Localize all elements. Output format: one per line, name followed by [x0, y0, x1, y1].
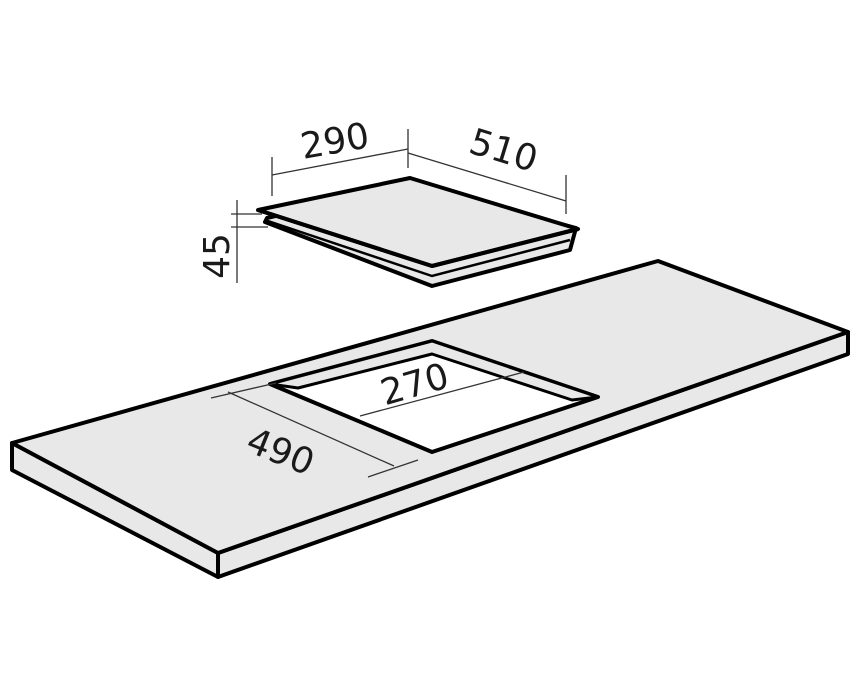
cutout-inner-wall — [268, 339, 600, 402]
hob-width-line — [271, 148, 409, 176]
hob-glass-front-edge — [257, 208, 579, 268]
cutout-depth-line — [227, 391, 395, 467]
hob-appliance — [256, 176, 580, 288]
cutout-dimensions — [210, 371, 525, 478]
hob-depth-label: 510 — [465, 121, 543, 180]
hob-depth-line — [407, 152, 567, 202]
cutout-depth-ext-right — [367, 459, 419, 478]
hob-height-label: 45 — [197, 233, 238, 279]
hob-base-edge — [264, 218, 571, 278]
cutout-depth-ext-left — [210, 382, 277, 399]
cutout-width-line — [359, 371, 525, 417]
hob-width-label: 290 — [298, 116, 373, 168]
hob-dimensions — [231, 129, 567, 283]
